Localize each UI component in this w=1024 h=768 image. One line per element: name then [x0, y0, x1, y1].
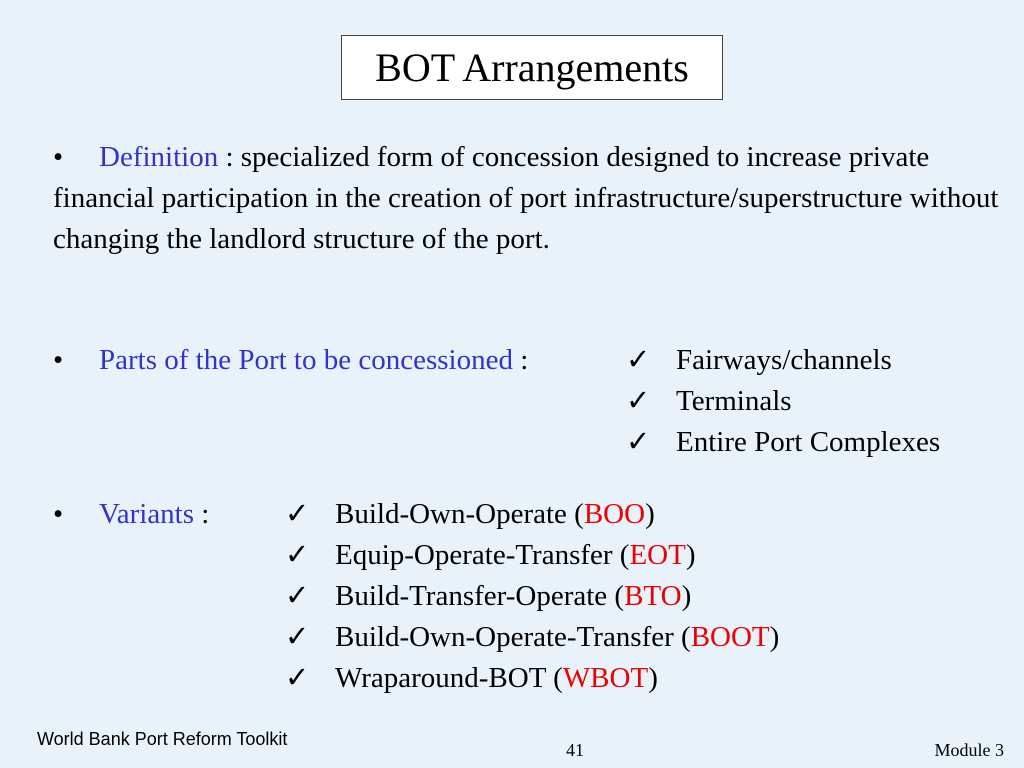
variant-suffix: ) — [648, 662, 658, 694]
variant-abbr: EOT — [629, 539, 686, 571]
definition-text: specialized form of concession designed … — [53, 141, 999, 255]
variant-text: Wraparound-BOT ( — [335, 662, 563, 694]
parts-item: Entire Port Complexes — [676, 426, 941, 458]
variant-text: Build-Transfer-Operate ( — [335, 580, 625, 612]
page-number: 41 — [566, 740, 584, 760]
variant-abbr: BTO — [624, 580, 682, 612]
checkmark-icon: ✓ — [285, 580, 310, 612]
variants-separator: : — [194, 498, 210, 530]
checkmark-icon: ✓ — [285, 621, 310, 653]
checkmark-icon: ✓ — [285, 539, 310, 571]
variant-suffix: ) — [769, 621, 780, 653]
variant-suffix: ) — [645, 498, 655, 530]
definition-paragraph: • Definition : specialized form of conces… — [53, 137, 1003, 260]
definition-separator: : — [218, 141, 241, 173]
bullet: • — [53, 498, 64, 530]
footer-toolkit-label: World Bank Port Reform Toolkit — [37, 729, 288, 749]
checkmark-icon: ✓ — [626, 344, 651, 376]
parts-item: Fairways/channels — [676, 344, 892, 376]
variant-text: Build-Own-Operate-Transfer ( — [335, 621, 691, 653]
list-item: ✓ Build-Own-Operate (BOO) — [285, 494, 655, 535]
list-item: ✓ Build-Own-Operate-Transfer (BOOT) — [285, 617, 779, 658]
bullet: • — [53, 344, 64, 376]
variant-abbr: WBOT — [562, 662, 649, 694]
parts-item: Terminals — [676, 385, 792, 417]
checkmark-icon: ✓ — [626, 385, 651, 417]
list-item: ✓ Wraparound-BOT (WBOT) — [285, 658, 658, 699]
variant-abbr: BOOT — [690, 621, 770, 653]
definition-label: Definition — [99, 141, 219, 173]
variant-text: Build-Own-Operate ( — [335, 498, 584, 530]
list-item: ✓ Build-Transfer-Operate (BTO) — [285, 576, 691, 617]
variants-label: Variants — [99, 498, 195, 530]
module-label: Module 3 — [934, 740, 1005, 760]
parts-row: • Parts of the Port to be concessioned : — [53, 340, 528, 381]
list-item: ✓ Fairways/channels — [626, 340, 892, 381]
variant-abbr: BOO — [583, 498, 646, 530]
list-item: ✓ Entire Port Complexes — [626, 422, 940, 463]
checkmark-icon: ✓ — [626, 426, 651, 458]
list-item: ✓ Terminals — [626, 381, 792, 422]
checkmark-icon: ✓ — [285, 498, 310, 530]
variant-suffix: ) — [681, 580, 692, 612]
slide-title: BOT Arrangements — [341, 35, 723, 100]
checkmark-icon: ✓ — [285, 662, 310, 694]
parts-separator: : — [512, 344, 529, 376]
variant-text: Equip-Operate-Transfer ( — [335, 539, 630, 571]
bullet: • — [53, 141, 64, 173]
variant-suffix: ) — [685, 539, 696, 571]
variants-row: • Variants : — [53, 494, 209, 535]
parts-label: Parts of the Port to be concessioned — [99, 344, 513, 376]
list-item: ✓ Equip-Operate-Transfer (EOT) — [285, 535, 696, 576]
